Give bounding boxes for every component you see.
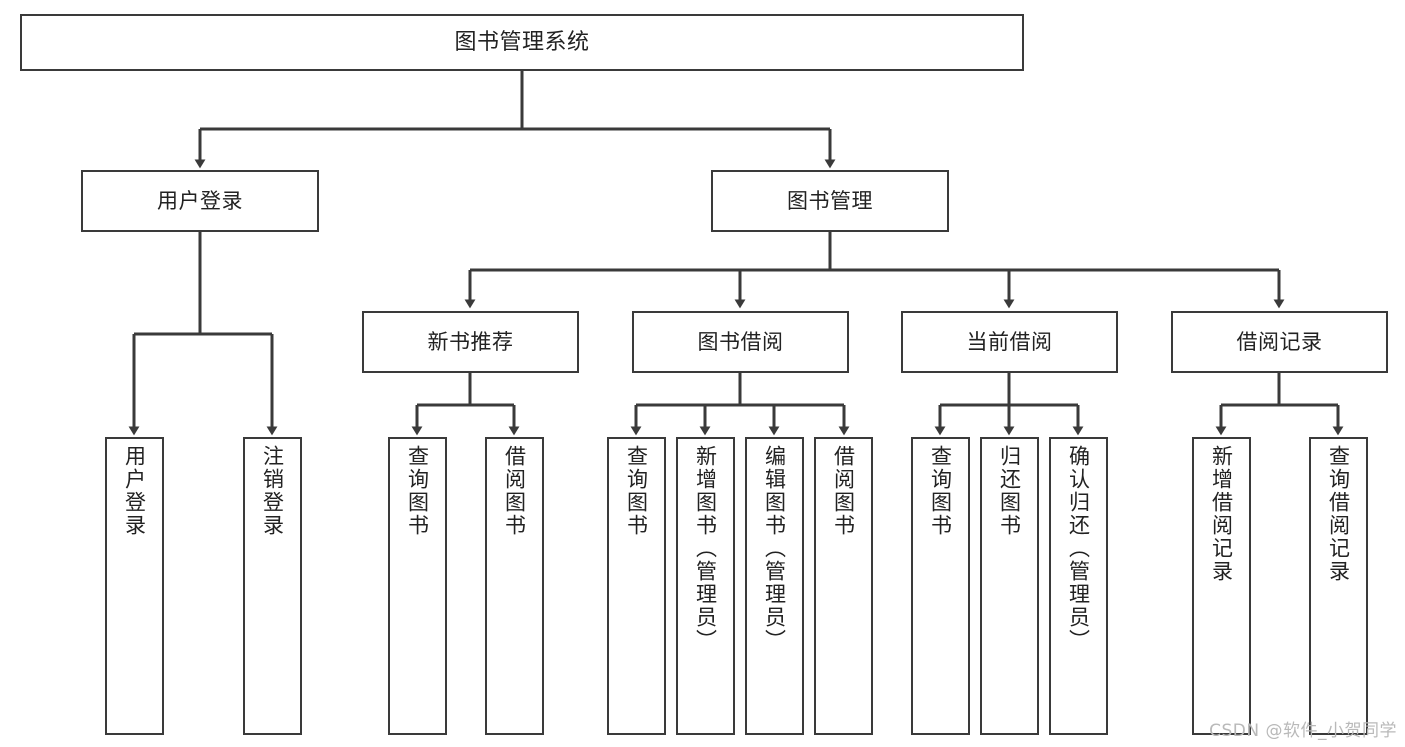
node-leaf-user-login-login[interactable]: 用户登录 bbox=[105, 437, 164, 735]
node-label: 确认归还（管理员） bbox=[1066, 445, 1091, 652]
node-label: 借阅记录 bbox=[1236, 329, 1323, 354]
node-leaf-user-login-logout[interactable]: 注销登录 bbox=[243, 437, 302, 735]
node-label: 查询图书 bbox=[624, 445, 649, 537]
node-label: 归还图书 bbox=[997, 445, 1022, 537]
node-leaf-book-borrow-borrow[interactable]: 借阅图书 bbox=[814, 437, 873, 735]
node-root-book-management-system[interactable]: 图书管理系统 bbox=[20, 14, 1024, 71]
node-leaf-book-borrow-query[interactable]: 查询图书 bbox=[607, 437, 666, 735]
node-leaf-current-borrow-query[interactable]: 查询图书 bbox=[911, 437, 970, 735]
node-label: 图书借阅 bbox=[697, 329, 784, 354]
node-label: 借阅图书 bbox=[831, 445, 856, 537]
node-leaf-new-book-query[interactable]: 查询图书 bbox=[388, 437, 447, 735]
node-leaf-book-borrow-edit[interactable]: 编辑图书（管理员） bbox=[745, 437, 804, 735]
node-label: 查询图书 bbox=[928, 445, 953, 537]
node-label: 图书管理 bbox=[787, 188, 873, 213]
node-label: 当前借阅 bbox=[966, 329, 1053, 354]
node-leaf-book-borrow-add[interactable]: 新增图书（管理员） bbox=[676, 437, 735, 735]
node-label: 新增借阅记录 bbox=[1209, 445, 1234, 583]
node-new-book-recommend[interactable]: 新书推荐 bbox=[362, 311, 579, 373]
node-leaf-new-book-borrow[interactable]: 借阅图书 bbox=[485, 437, 544, 735]
node-user-login[interactable]: 用户登录 bbox=[81, 170, 319, 232]
node-label: 新书推荐 bbox=[427, 329, 514, 354]
node-label: 编辑图书（管理员） bbox=[762, 445, 787, 652]
node-label: 查询图书 bbox=[405, 445, 430, 537]
node-leaf-borrow-record-add[interactable]: 新增借阅记录 bbox=[1192, 437, 1251, 735]
node-leaf-current-borrow-confirm-return[interactable]: 确认归还（管理员） bbox=[1049, 437, 1108, 735]
node-borrow-record[interactable]: 借阅记录 bbox=[1171, 311, 1388, 373]
node-book-borrow[interactable]: 图书借阅 bbox=[632, 311, 849, 373]
node-label: 注销登录 bbox=[260, 445, 285, 537]
node-label: 用户登录 bbox=[157, 188, 243, 213]
node-leaf-borrow-record-query[interactable]: 查询借阅记录 bbox=[1309, 437, 1368, 735]
node-label: 图书管理系统 bbox=[454, 29, 590, 55]
node-leaf-current-borrow-return[interactable]: 归还图书 bbox=[980, 437, 1039, 735]
node-current-borrow[interactable]: 当前借阅 bbox=[901, 311, 1118, 373]
node-label: 新增图书（管理员） bbox=[693, 445, 718, 652]
node-label: 借阅图书 bbox=[502, 445, 527, 537]
node-book-management[interactable]: 图书管理 bbox=[711, 170, 949, 232]
csdn-watermark: CSDN @软件_小贺同学 bbox=[1209, 721, 1397, 741]
node-label: 查询借阅记录 bbox=[1326, 445, 1351, 583]
node-label: 用户登录 bbox=[122, 445, 147, 537]
